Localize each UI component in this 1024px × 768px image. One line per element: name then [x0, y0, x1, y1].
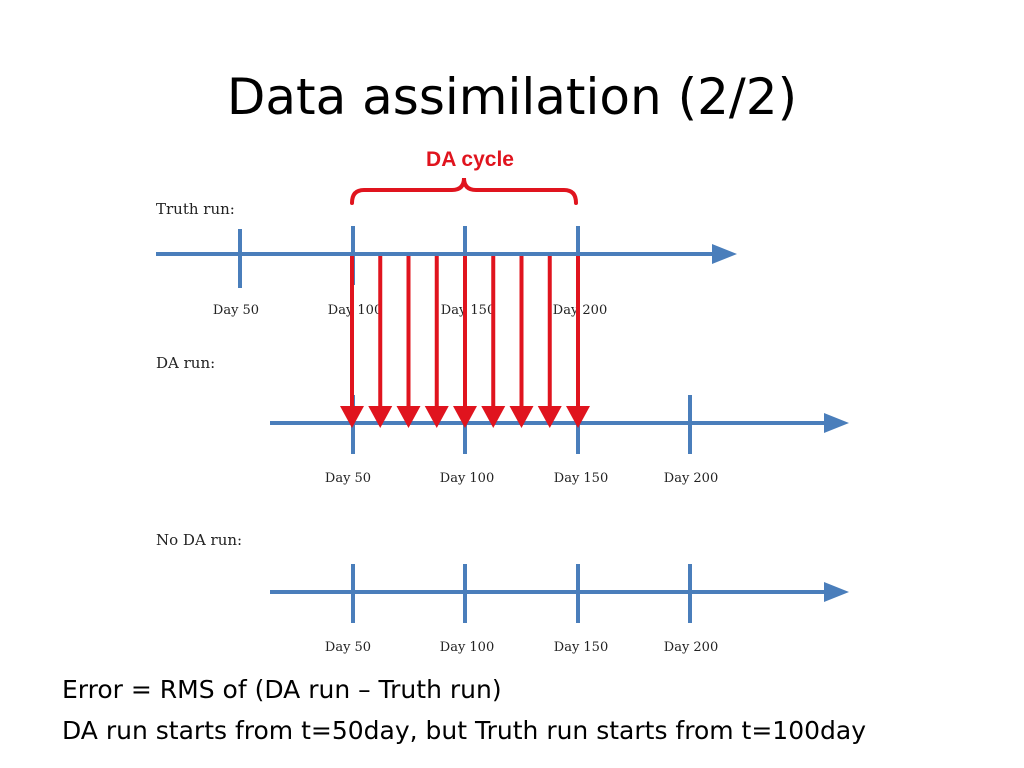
da-cycle-brace — [350, 177, 578, 205]
tick-label: Day 150 — [554, 640, 608, 655]
da-cycle-label: DA cycle — [426, 148, 514, 171]
tick-label: Day 200 — [664, 640, 718, 655]
tick-label: Day 200 — [664, 471, 718, 486]
assimilation-arrow — [424, 256, 449, 428]
no-da-run-timeline — [270, 564, 849, 623]
assimilation-arrow — [396, 256, 421, 428]
slide-title: Data assimilation (2/2) — [226, 68, 798, 126]
assimilation-arrow — [509, 256, 534, 428]
tick-label: Day 150 — [441, 303, 495, 318]
assimilation-arrow — [453, 256, 477, 428]
assimilation-arrows — [340, 256, 590, 428]
da-run-label: DA run: — [156, 354, 215, 372]
tick-label: Day 100 — [440, 471, 494, 486]
assimilation-arrow — [566, 256, 590, 428]
truth-run-timeline — [156, 226, 737, 288]
tick-label: Day 50 — [325, 471, 371, 486]
no-da-run-label: No DA run: — [156, 531, 242, 549]
assimilation-arrow — [368, 256, 393, 428]
tick-label: Day 100 — [440, 640, 494, 655]
truth-run-label: Truth run: — [156, 200, 235, 218]
tick-label: Day 50 — [325, 640, 371, 655]
timeline-diagram: DA cycle Truth run: Day 50 Day 100 Day 1… — [156, 148, 849, 655]
da-run-timeline — [270, 395, 849, 454]
error-definition-note: Error = RMS of (DA run – Truth run) — [62, 675, 502, 704]
assimilation-arrow — [340, 256, 364, 428]
tick-label: Day 50 — [213, 303, 259, 318]
tick-label: Day 150 — [554, 471, 608, 486]
tick-label: Day 100 — [328, 303, 382, 318]
start-time-note: DA run starts from t=50day, but Truth ru… — [62, 716, 867, 745]
assimilation-arrow — [481, 256, 506, 428]
assimilation-arrow — [537, 256, 562, 428]
